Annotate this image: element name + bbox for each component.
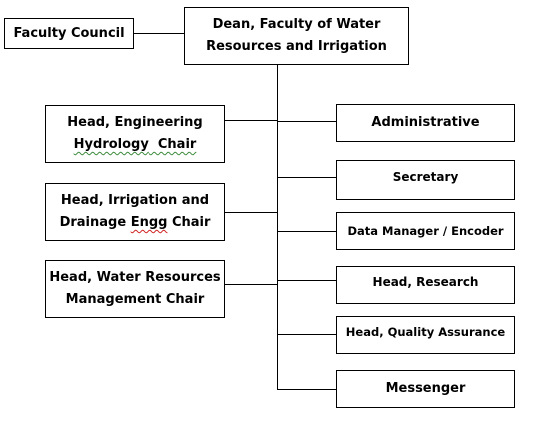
staff-messenger-box: Messenger <box>336 370 515 408</box>
staff-messenger-label: Messenger <box>385 381 466 396</box>
staff-secretary-label: Secretary <box>392 170 459 184</box>
chair-irrigation-drainage-box: Head, Irrigation and Drainage Engg Chair <box>45 183 225 241</box>
chair-2-line2: Drainage Engg Chair <box>60 212 211 234</box>
chair-1-word-hydrology: Hydrology <box>73 137 149 152</box>
dean-label-line1: Dean, Faculty of Water <box>212 17 381 32</box>
chair-3-line2: Management Chair <box>65 292 205 307</box>
faculty-council-box: Faculty Council <box>4 18 134 49</box>
staff-quality-assurance-box: Head, Quality Assurance <box>336 316 515 354</box>
chair-2-word-drainage: Drainage <box>59 215 131 230</box>
staff-administrative-label: Administrative <box>371 115 480 130</box>
staff-data-manager-box: Data Manager / Encoder <box>336 212 515 250</box>
chair-1-line2: Hydrology Chair <box>74 134 197 156</box>
staff-secretary-box: Secretary <box>336 160 515 200</box>
chair-2-word-chair: Chair <box>167 215 211 230</box>
chair-engineering-hydrology-box: Head, Engineering Hydrology Chair <box>45 105 225 163</box>
chair-3-line1: Head, Water Resources <box>49 270 221 285</box>
chair-water-resources-box: Head, Water Resources Management Chair <box>45 260 225 318</box>
faculty-council-label: Faculty Council <box>13 25 125 41</box>
staff-quality-assurance-label: Head, Quality Assurance <box>345 325 506 339</box>
staff-head-research-label: Head, Research <box>372 275 479 289</box>
staff-data-manager-label: Data Manager / Encoder <box>347 224 504 238</box>
dean-label-line2: Resources and Irrigation <box>206 39 387 54</box>
chair-1-line1: Head, Engineering <box>67 115 203 130</box>
dean-box: Dean, Faculty of Water Resources and Irr… <box>184 7 409 65</box>
staff-head-research-box: Head, Research <box>336 266 515 304</box>
chair-1-word-chair: Chair <box>148 137 197 152</box>
chair-2-line1: Head, Irrigation and <box>60 193 210 208</box>
chair-2-word-engg: Engg <box>130 215 168 230</box>
staff-administrative-box: Administrative <box>336 104 515 142</box>
